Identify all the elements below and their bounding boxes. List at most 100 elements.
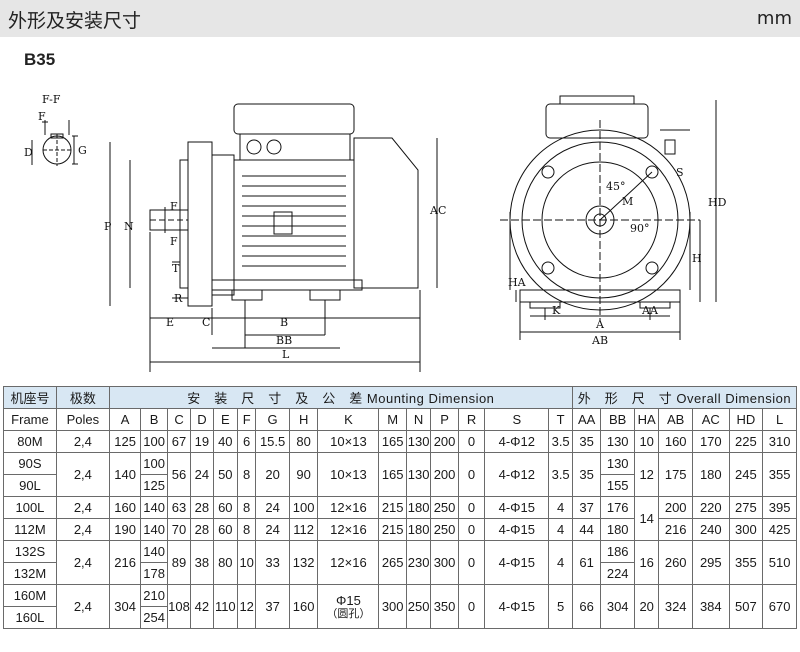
dim-label-k: K: [552, 304, 561, 317]
column-header-g: G: [255, 408, 290, 431]
dim-label-r: R: [174, 292, 183, 305]
angle-label-90: 90°: [630, 222, 650, 235]
cell-ac: 180: [691, 452, 730, 497]
column-header-k: K: [317, 408, 380, 431]
cell-s: 4-Φ15: [484, 496, 550, 519]
cell-ab: 260: [658, 540, 693, 585]
column-header-r: R: [457, 408, 486, 431]
angle-label-45: 45°: [606, 180, 626, 193]
cell-bb: 304: [600, 584, 635, 629]
cell-f: 8: [237, 452, 257, 497]
cell-m: 300: [378, 584, 407, 629]
dim-label-aa: AA: [641, 304, 659, 317]
cell-hd: 300: [728, 518, 764, 541]
cell-c: 70: [166, 518, 192, 541]
cell-d: 24: [190, 452, 214, 497]
cell-a: 125: [108, 430, 142, 453]
cell-ab: 160: [658, 430, 693, 453]
dim-label-p: P: [104, 220, 112, 233]
cell-hd: 355: [728, 540, 764, 585]
dimension-table: 机座号 极数 安 装 尺 寸 及 公 差 Mounting Dimension …: [3, 386, 798, 629]
cell-k-value: Φ15: [335, 592, 361, 608]
cell-t: 3.5: [548, 430, 573, 453]
cell-s: 4-Φ12: [484, 452, 550, 497]
cell-h: 160: [288, 584, 319, 629]
cell-hd: 225: [728, 430, 764, 453]
cell-ha: 16: [633, 540, 660, 585]
cell-d: 38: [190, 540, 214, 585]
cell-ab: 216: [658, 518, 693, 541]
cell-m: 215: [378, 496, 407, 519]
cell-poles: 2,4: [55, 540, 110, 585]
cell-l: 355: [762, 452, 797, 497]
cell-bb: 176: [600, 496, 635, 519]
cell-a: 140: [108, 452, 142, 497]
cell-frame: 80M: [3, 430, 57, 453]
dim-label-s: S: [676, 166, 684, 179]
dim-label-c: C: [202, 316, 210, 329]
cell-ab: 175: [658, 452, 693, 497]
motor-front-view: [500, 95, 717, 340]
cell-n: 230: [405, 540, 432, 585]
cell-frame: 100L: [3, 496, 57, 519]
dim-label-ha: HA: [508, 276, 527, 289]
column-header-hd: HD: [728, 408, 764, 431]
dim-label-m: M: [622, 195, 633, 208]
cell-bb: 224: [600, 562, 635, 585]
cell-poles: 2,4: [55, 496, 110, 519]
cell-l: 395: [762, 496, 797, 519]
dim-label-n: N: [124, 220, 134, 233]
cell-frame: 90L: [3, 474, 57, 497]
cell-c: 56: [166, 452, 192, 497]
dim-label-bb: BB: [276, 334, 292, 347]
page-title: 外形及安装尺寸: [8, 10, 142, 32]
cell-h: 80: [288, 430, 319, 453]
cell-k: 10×13: [317, 430, 380, 453]
cell-e: 80: [212, 540, 239, 585]
cell-t: 4: [548, 496, 573, 519]
cell-b: 140: [140, 540, 168, 563]
cell-r: 0: [457, 430, 486, 453]
cell-poles: 2,4: [55, 584, 110, 629]
cell-s: 4-Φ12: [484, 430, 550, 453]
dim-label-ac: AC: [429, 204, 446, 217]
dim-label-h: H: [692, 252, 702, 265]
cell-k: Φ15（圆孔）: [317, 584, 380, 629]
cell-aa: 35: [571, 430, 602, 453]
shaft-section-view: [31, 120, 78, 166]
cell-p: 250: [430, 518, 459, 541]
cell-ha: 14: [633, 496, 660, 541]
cell-p: 350: [430, 584, 459, 629]
dim-label-a: A: [595, 318, 605, 331]
cell-g: 33: [255, 540, 290, 585]
column-header-n: N: [405, 408, 432, 431]
cell-a: 216: [108, 540, 142, 585]
cell-g: 15.5: [255, 430, 290, 453]
column-header-ac: AC: [691, 408, 730, 431]
column-header-a: A: [108, 408, 142, 431]
cell-d: 28: [190, 518, 214, 541]
header-frame-cn: 机座号: [3, 386, 57, 409]
cell-bb: 130: [600, 430, 635, 453]
cell-ha: 10: [633, 430, 660, 453]
cell-m: 215: [378, 518, 407, 541]
cell-poles: 2,4: [55, 518, 110, 541]
cell-s: 4-Φ15: [484, 518, 550, 541]
cell-a: 190: [108, 518, 142, 541]
cell-hd: 245: [728, 452, 764, 497]
column-header-ab: AB: [658, 408, 693, 431]
cell-n: 250: [405, 584, 432, 629]
dim-label-ab: AB: [591, 334, 608, 347]
cell-ac: 295: [691, 540, 730, 585]
dim-label-l: L: [282, 348, 290, 361]
cell-g: 24: [255, 496, 290, 519]
cell-aa: 37: [571, 496, 602, 519]
column-header-h: H: [288, 408, 319, 431]
cell-m: 265: [378, 540, 407, 585]
cell-p: 250: [430, 496, 459, 519]
column-header-ha: HA: [633, 408, 660, 431]
